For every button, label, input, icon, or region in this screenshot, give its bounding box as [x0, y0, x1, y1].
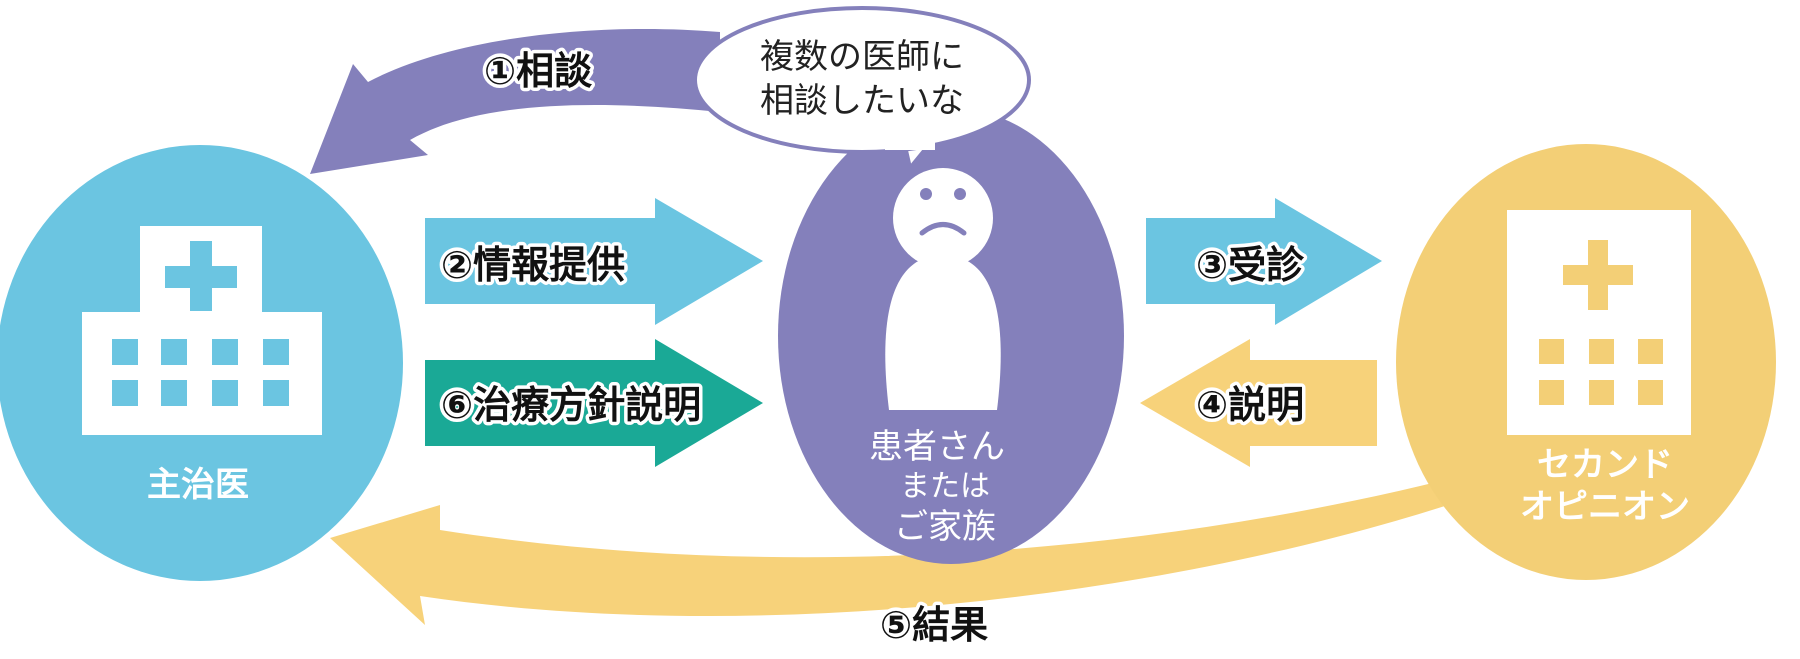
speech-bubble: [693, 6, 1031, 170]
arrow-result: [330, 480, 1448, 625]
bubble-text-line1: 複数の医師に: [760, 37, 964, 77]
worried-person-icon: [885, 168, 1001, 410]
arrow-visit-label: ③受診: [1196, 243, 1304, 287]
second-opinion-label-line1: セカンド: [1537, 445, 1673, 485]
cross-icon: [165, 241, 237, 311]
arrow-consult-label: ①相談: [484, 49, 592, 93]
arrow-policy-label: ⑥治療方針説明: [441, 383, 701, 427]
second-opinion-label-line2: オピニオン: [1520, 487, 1690, 527]
arrow-result-label: ⑤結果: [880, 603, 988, 647]
hospital-windows: [1539, 339, 1663, 405]
arrow-consult: [310, 28, 720, 174]
bubble-text-line2: 相談したいな: [760, 81, 964, 121]
arrow-explain: [1140, 339, 1377, 467]
patient-label-line2: または: [900, 469, 990, 504]
patient-label-line3: ご家族: [894, 507, 996, 547]
arrow-visit: [1146, 198, 1382, 325]
primary-doctor-label: 主治医: [147, 465, 249, 505]
hospital-windows: [112, 339, 289, 406]
arrow-policy: [425, 339, 763, 467]
patient-label-line1: 患者さん: [869, 427, 1005, 467]
arrow-explain-label: ④説明: [1196, 383, 1304, 427]
arrow-info: [425, 198, 763, 325]
arrow-info-label: ②情報提供: [441, 243, 625, 287]
cross-icon: [1563, 240, 1633, 310]
